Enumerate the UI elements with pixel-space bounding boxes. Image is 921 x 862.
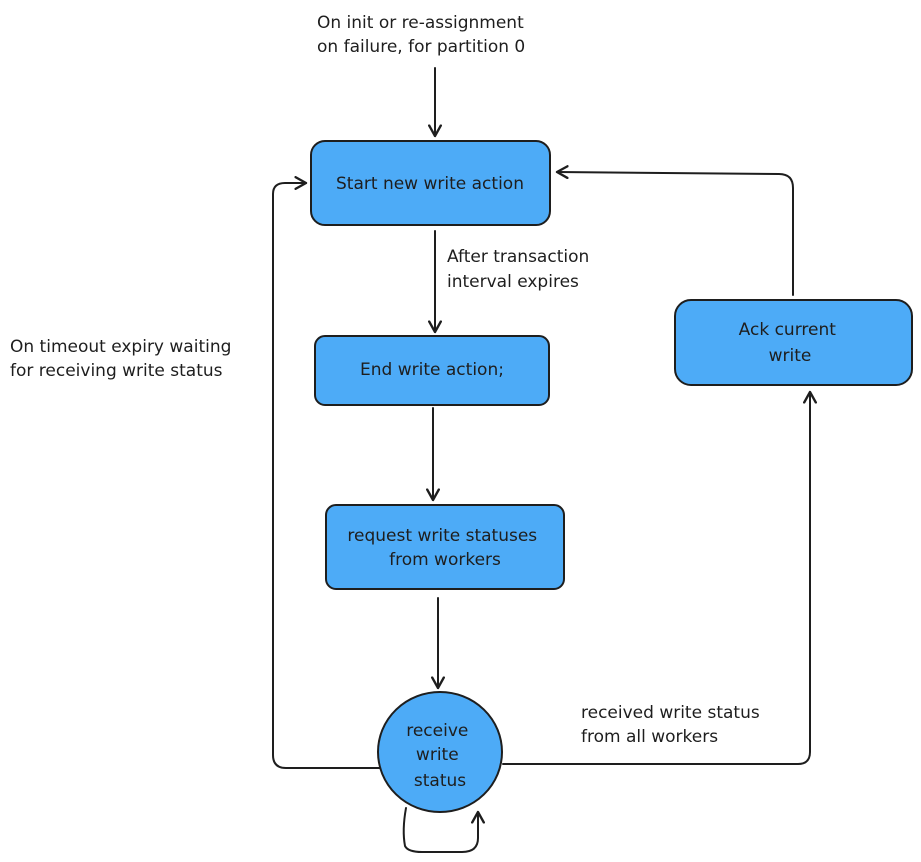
label-all-workers: received write status from all workers [581, 703, 765, 747]
label-interval-line-2: interval expires [447, 272, 579, 292]
svg-text:receive write stat: receive write status [406, 721, 474, 791]
label-timeout: On timeout expiry waiting for receiving … [10, 337, 237, 381]
svg-text:request write statuses f: request write statuses from workers [347, 526, 542, 570]
node-end-write-action: End write action; [314, 335, 550, 406]
label-interval: After transaction interval expires [447, 247, 595, 292]
node-end-line-1: End write action; [360, 360, 504, 380]
node-ack-line-2: write [769, 346, 812, 366]
svg-text:Ack current write: Ack current write [739, 320, 842, 366]
node-start-line-1: Start new write action [336, 174, 524, 194]
node-ack-current-write: Ack current write [674, 299, 913, 386]
node-receive-line-3: status [414, 771, 466, 791]
label-timeout-line-1: On timeout expiry waiting [10, 337, 231, 357]
label-all-workers-line-2: from all workers [581, 727, 718, 747]
svg-text:Start new write action: Start new write action [336, 174, 524, 194]
node-request-write-statuses: request write statuses from workers [325, 504, 565, 590]
label-interval-line-1: After transaction [447, 247, 589, 267]
svg-text:End write action;: End write action; [360, 360, 504, 380]
arrow-receive-to-ack [502, 390, 817, 765]
arrow-self-loop [402, 807, 485, 853]
arrow-timeout-loop [272, 176, 381, 769]
node-ack-line-1: Ack current [739, 320, 837, 340]
node-receive-line-2: write [416, 745, 459, 765]
label-all-workers-line-1: received write status [581, 703, 760, 723]
node-receive-line-1: receive [406, 721, 468, 741]
arrow-ack-to-start [555, 165, 794, 296]
node-start-new-write-action: Start new write action [310, 140, 551, 226]
label-timeout-line-2: for receiving write status [10, 361, 223, 381]
label-init: On init or re-assignment on failure, for… [317, 13, 529, 57]
node-request-line-1: request write statuses [347, 526, 537, 546]
node-request-line-2: from workers [389, 550, 501, 570]
label-init-line-1: On init or re-assignment [317, 13, 524, 33]
label-init-line-2: on failure, for partition 0 [317, 37, 525, 57]
node-receive-write-status: receive write status [377, 691, 503, 813]
